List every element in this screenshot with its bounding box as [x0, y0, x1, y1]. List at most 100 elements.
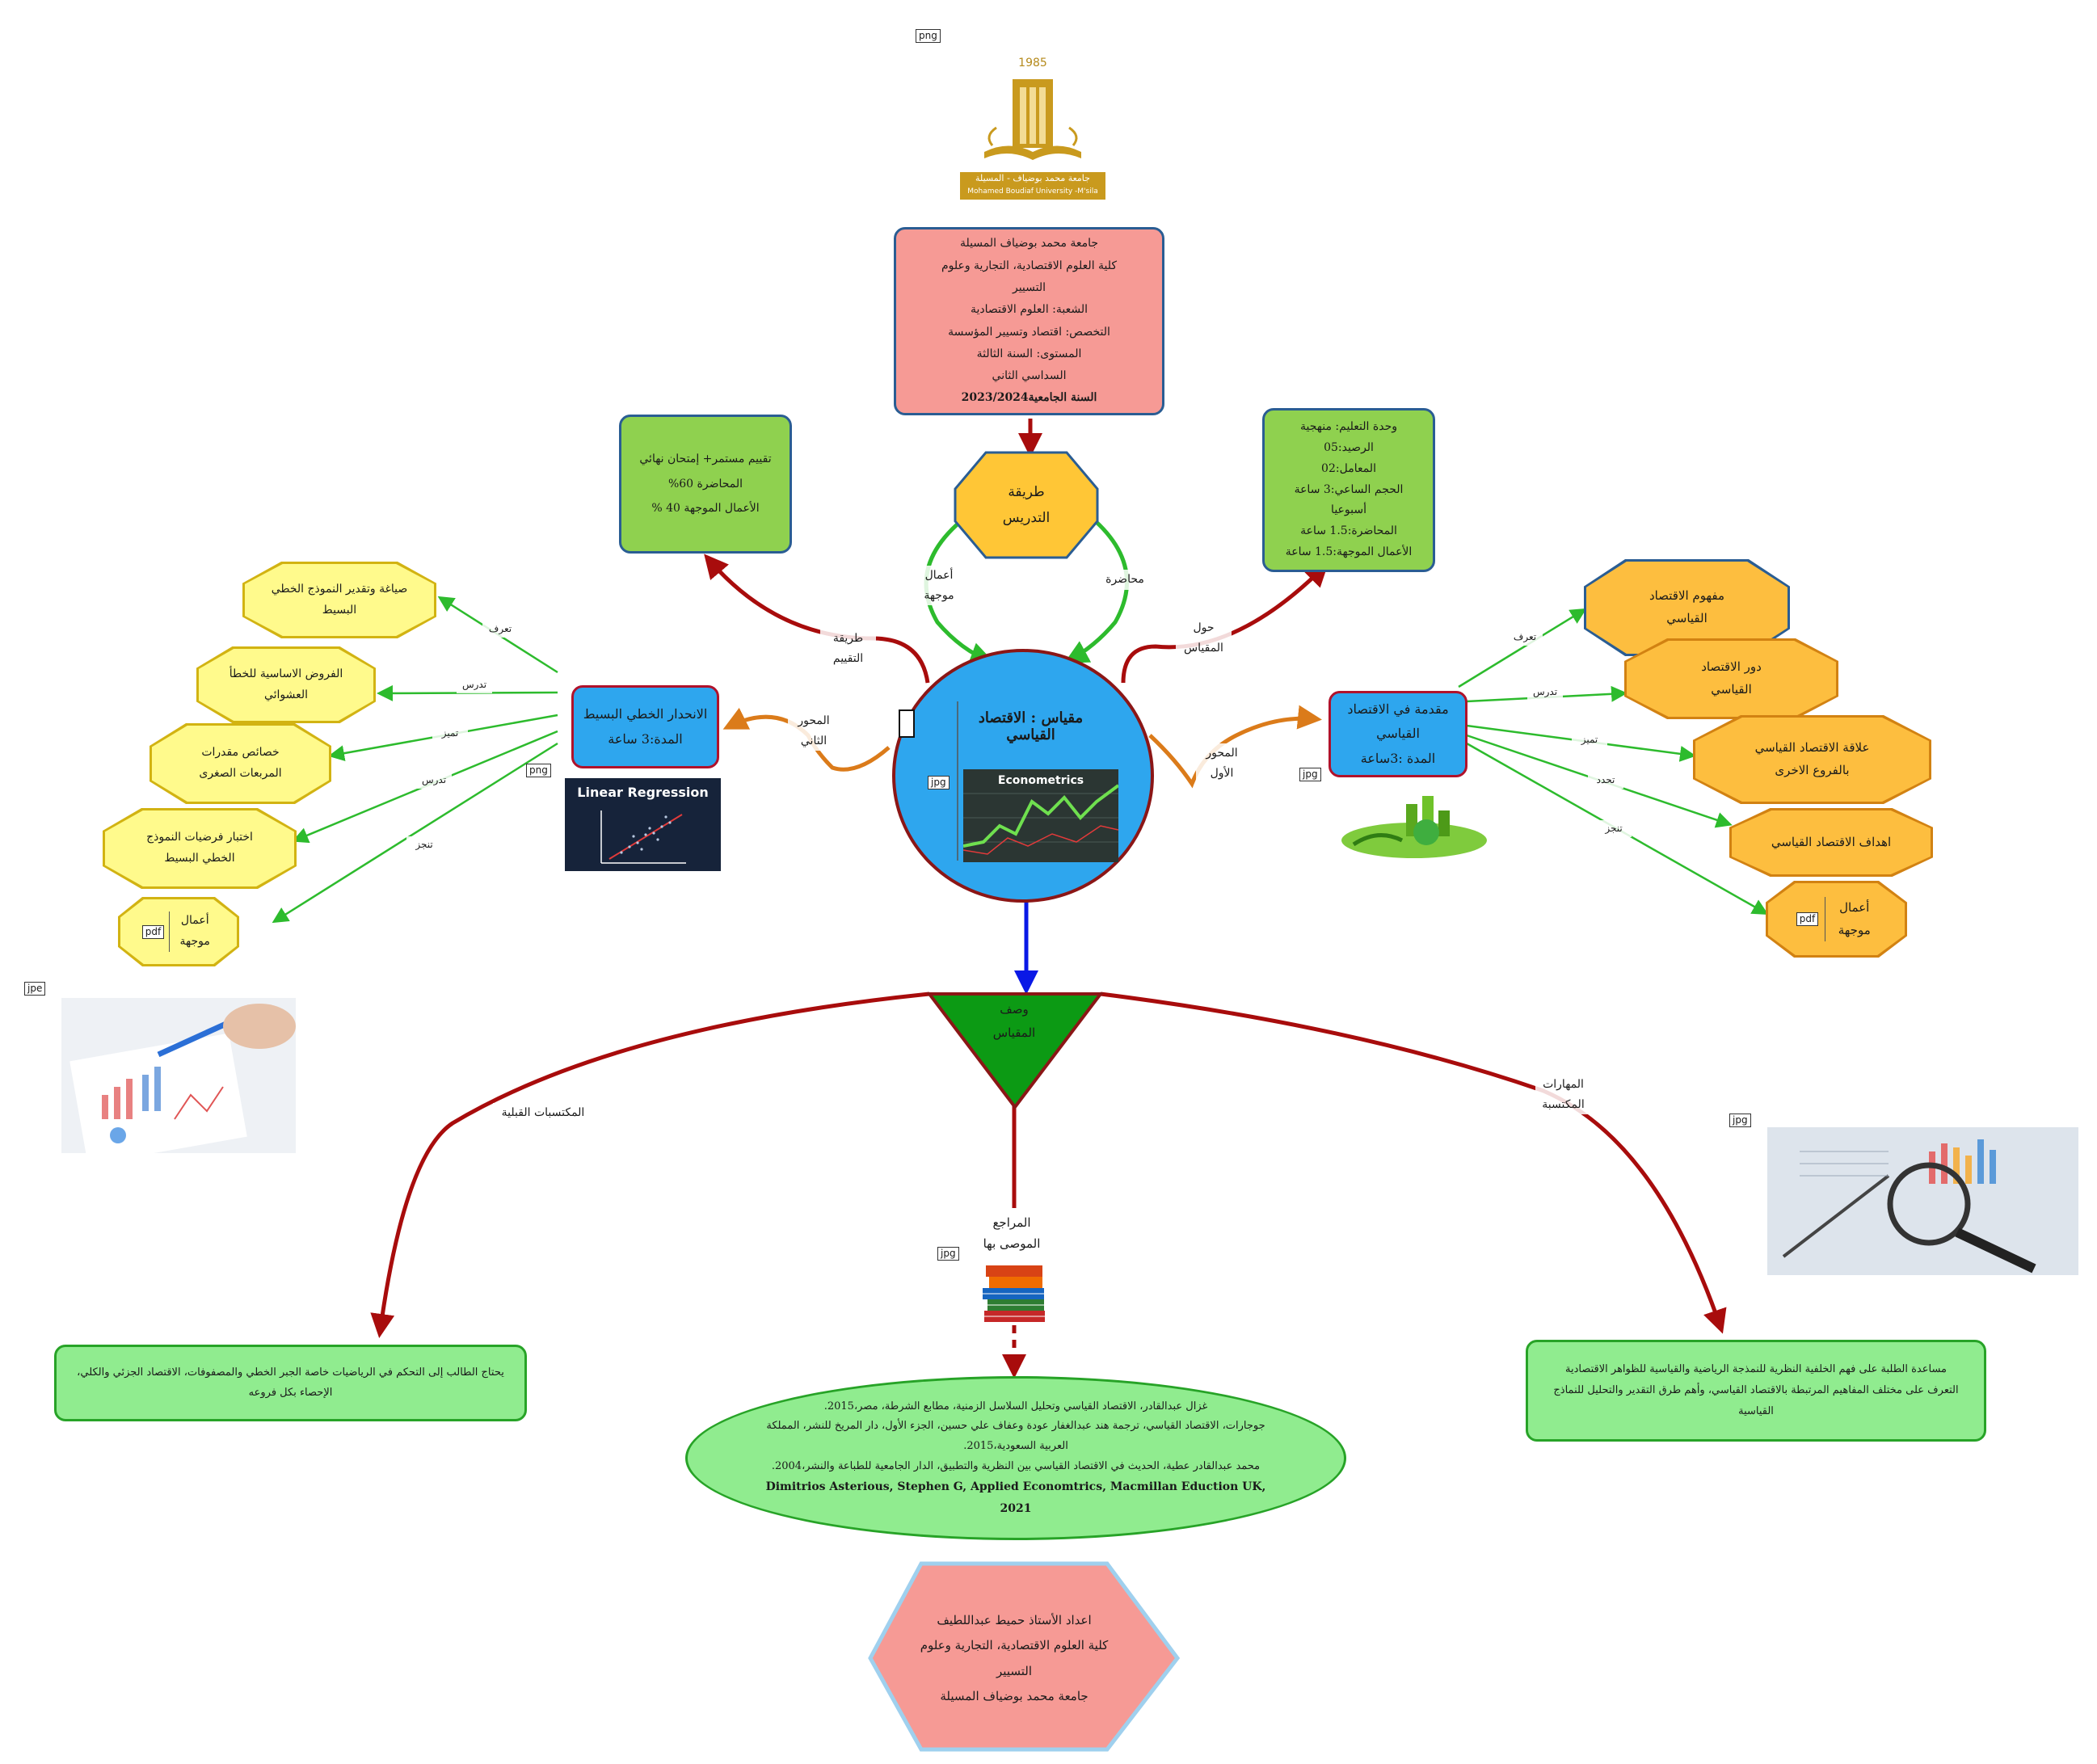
university-info-box: جامعة محمد بوضياف المسيلة كلية العلوم ال… [894, 227, 1164, 415]
axis1-connector-label: المحور الأول [1196, 743, 1248, 783]
axis1-item1-text: مفهوم الاقتصاد القياسي [1649, 588, 1725, 625]
skills-line-1: مساعدة الطلبة على فهم الخلفية النظرية لل… [1564, 1363, 1948, 1375]
evaluation-line-3: الأعمال الموجهة 40 % [651, 502, 760, 516]
linear-regression-caption: Linear Regression [577, 785, 709, 800]
axis2-format-tag: png [526, 764, 551, 777]
skills-line-3: القياسية [1738, 1405, 1774, 1417]
method-right-label: محاضرة [1099, 570, 1151, 590]
univ-line-8: السنة الجامعية2023/2024 [961, 391, 1097, 405]
author-line-2: كلية العلوم الاقتصادية، التجارية وعلوم [920, 1638, 1109, 1652]
right-photo-format-tag: jpg [1729, 1114, 1751, 1127]
axis1-item3[interactable]: علاقة الاقتصاد القياسي بالفروع الاخرى [1695, 718, 1929, 802]
description-title: وصف المقياس [992, 1002, 1036, 1040]
ref-line-3: محمد عبدالقادر عطية، الحديث في الاقتصاد … [771, 1459, 1261, 1472]
evaluation-box: تقييم مستمر+ إمتحان نهائي المحاضرة 60% ا… [619, 415, 792, 554]
prereq-branch-label: المكتسبات القبلية [493, 1103, 593, 1123]
axis2-title: الانحدار الخطي البسيط [583, 706, 708, 722]
axis2-duration: المدة:3 ساعة [608, 730, 683, 747]
unit-line-7: الأعمال الموجهة:1.5 ساعة [1285, 545, 1413, 559]
axis2-connector-label: المحور الثاني [788, 711, 840, 751]
univ-line-6: المستوى: السنة الثالثة [976, 347, 1082, 360]
axis1-verb-3: تميز [1572, 731, 1607, 748]
axis1-item2[interactable]: دور الاقتصاد القياسي [1627, 641, 1836, 717]
axis2-item5-pdf-tag[interactable]: pdf [141, 924, 165, 939]
prerequisites-box: يحتاج الطالب إلى التحكم في الرياضيات خاص… [54, 1345, 527, 1421]
evaluation-line-2: المحاضرة 60% [667, 477, 743, 490]
axis1-title: مقدمة في الاقتصاد القياسي [1347, 701, 1449, 742]
arrow-description-to-skills [1100, 991, 1727, 1334]
center-format-tag: jpg [928, 776, 950, 789]
axis1-item4-text: اهداف الاقتصاد القياسي [1771, 834, 1892, 849]
books-stack-image [976, 1261, 1053, 1329]
axis1-format-tag: jpg [1299, 768, 1321, 781]
axis1-3d-chart-image [1337, 788, 1491, 865]
univ-line-5: التخصص: اقتصاد وتسيير المؤسسة [948, 325, 1110, 339]
axis2-box[interactable]: الانحدار الخطي البسيط المدة:3 ساعة [571, 685, 719, 768]
chart-paper-hand-icon [61, 998, 296, 1153]
arrow-method-right [1063, 516, 1129, 663]
univ-line-7: السداسي الثاني [992, 369, 1067, 383]
refs-branch-label: المراجع الموصى بها [974, 1212, 1050, 1255]
axis2-verb-4: تدرس [416, 772, 452, 789]
teaching-method-label: طريقة التدريس [962, 457, 1091, 554]
teaching-unit-box: وحدة التعليم: منهجية الرصيد:05 المعامل:0… [1262, 408, 1435, 572]
prereq-text: يحتاج الطالب إلى التحكم في الرياضيات خاص… [77, 1366, 504, 1399]
about-connector-label: حول المقياس [1176, 618, 1232, 658]
books-stack-icon [983, 1265, 1045, 1322]
logo-name-en: Mohamed Boudiaf University -M'sila [967, 187, 1098, 196]
teaching-method-title: طريقة التدريس [1002, 483, 1051, 526]
center-title: مقياس : الاقتصاد القياسي [978, 709, 1084, 743]
axis1-box[interactable]: مقدمة في الاقتصاد القياسي المدة :3ساعة [1329, 691, 1467, 777]
center-note-icon[interactable] [899, 709, 915, 738]
axis1-verb-4: تحدد [1588, 772, 1623, 789]
evaluation-line-1: تقييم مستمر+ إمتحان نهائي [639, 452, 772, 465]
axis2-item5-text: أعمال موجهة [179, 914, 210, 948]
axis2-verb-3: تميز [432, 725, 468, 742]
author-line-4: جامعة محمد بوضياف المسيلة [940, 1689, 1089, 1703]
axis2-verb-5: تنجز [406, 836, 442, 853]
description-triangle [925, 992, 1105, 1110]
axis2-item3[interactable]: خصائص مقدرات المربعات الصغرى [152, 726, 329, 802]
axis1-duration: المدة :3ساعة [1360, 750, 1436, 766]
axis1-verb-1: تعرف [1507, 629, 1543, 646]
axis1-item4[interactable]: اهداف الاقتصاد القياسي [1732, 810, 1931, 874]
axis1-verb-2: تدرس [1527, 684, 1563, 701]
axis1-item5-pdf-tag[interactable]: pdf [1796, 912, 1819, 926]
skills-box: مساعدة الطلبة على فهم الخلفية النظرية لل… [1526, 1340, 1986, 1442]
unit-line-4: الحجم الساعي:3 ساعة [1294, 482, 1404, 496]
chart-paper-photo [61, 998, 296, 1153]
logo-year: 1985 [1018, 57, 1047, 69]
axis2-item5[interactable]: pdf أعمال موجهة [120, 899, 237, 964]
skills-line-2: التعرف على مختلف المفاهيم المرتبطة بالاق… [1553, 1384, 1959, 1396]
magnifier-report-photo [1767, 1127, 2078, 1275]
axis1-item5[interactable]: pdf أعمال موجهة [1768, 883, 1905, 955]
ref-line-1: غزال عبدالقادر، الاقتصاد القياسي وتحليل … [823, 1400, 1208, 1412]
axis1-item2-text: دور الاقتصاد القياسي [1701, 659, 1762, 697]
arrow-axis2-item5 [272, 742, 558, 924]
univ-line-2: كلية العلوم الاقتصادية، التجارية وعلوم [941, 259, 1118, 272]
axis2-item4[interactable]: اختبار فرضيات النموذج الخطي البسيط [105, 810, 294, 886]
axis2-item1-text: صياغة وتقدير النموذج الخطي البسيط [271, 582, 408, 617]
author-hexagon [868, 1561, 1181, 1752]
axis2-item2[interactable]: الفروض الاساسية للخطأ العشوائي [199, 649, 373, 721]
axis2-item1[interactable]: صياغة وتقدير النموذج الخطي البسيط [245, 564, 434, 636]
author-line-3: التسيير [996, 1663, 1032, 1678]
axis2-verb-1: تعرف [482, 621, 518, 638]
axis2-verb-2: تدرس [457, 676, 492, 693]
linear-regression-image: Linear Regression [565, 778, 721, 871]
arrow-description-to-prereq [370, 991, 930, 1338]
ref-line-2: جوجارات، الاقتصاد القياسي، ترجمة هند عبد… [766, 1420, 1265, 1452]
ref-line-4: Dimitrios Asterious, Stephen G, Applied … [765, 1480, 1266, 1515]
axis2-item4-text: اختبار فرضيات النموذج الخطي البسيط [146, 831, 253, 865]
univ-line-3: التسيير [1012, 280, 1046, 294]
author-line-1: اعداد الأستاذ حميط عبداللطيف [937, 1612, 1092, 1627]
teaching-method-octagon [954, 451, 1099, 559]
univ-line-4: الشعبة: العلوم الاقتصادية [970, 303, 1089, 317]
axis1-item5-text: أعمال موجهة [1838, 899, 1871, 937]
unit-line-6: المحاضرة:1.5 ساعة [1300, 524, 1397, 538]
magnifier-report-icon [1767, 1127, 2078, 1275]
references-ellipse: غزال عبدالقادر، الاقتصاد القياسي وتحليل … [685, 1376, 1346, 1540]
axis1-verb-5: تنجز [1596, 820, 1632, 837]
logo-format-tag: png [916, 29, 941, 43]
